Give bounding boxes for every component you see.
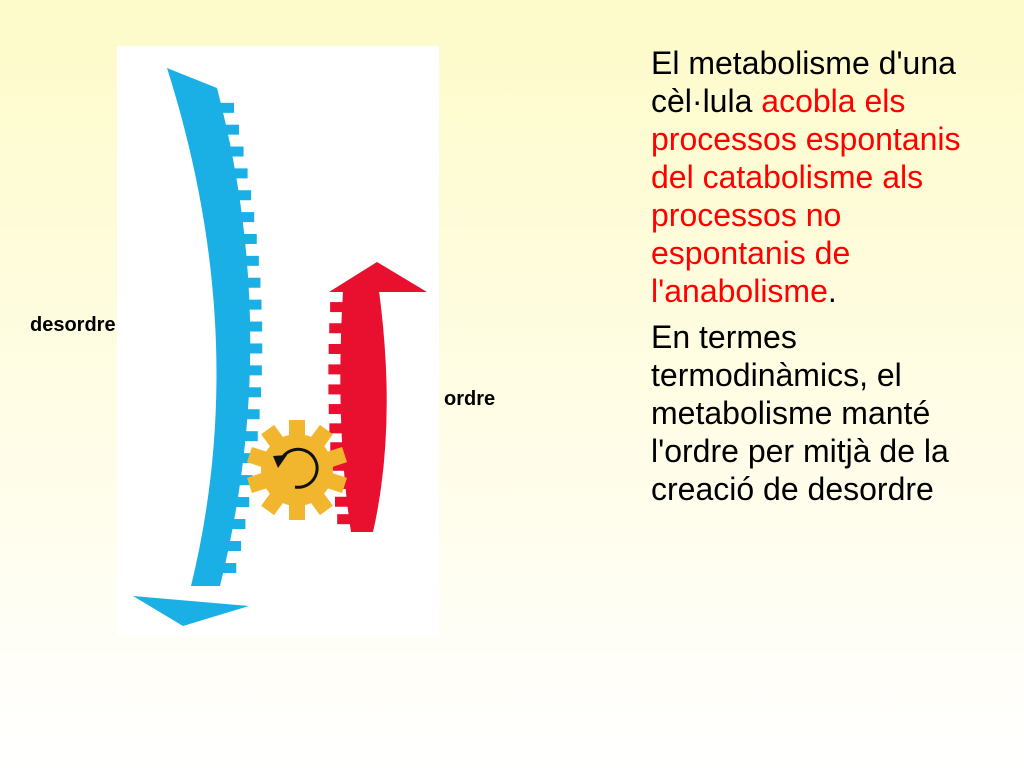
catabolism-tooth — [230, 519, 246, 530]
anabolism-arrow — [328, 262, 427, 532]
anabolism-tooth — [334, 496, 350, 507]
catabolism-tooth — [246, 365, 262, 376]
anabolism-arrow-head — [329, 262, 427, 292]
anabolism-tooth — [337, 514, 353, 525]
catabolism-tooth — [221, 563, 237, 574]
paragraph-thermodynamics: En termes termodinàmics, el metabolisme … — [651, 319, 949, 507]
catabolism-tooth — [245, 387, 261, 398]
catabolism-arrow-head — [133, 596, 249, 626]
anabolism-tooth — [329, 323, 345, 334]
gear-icon — [246, 420, 348, 520]
catabolism-tooth — [226, 541, 242, 552]
anabolism-tooth — [328, 404, 344, 415]
catabolism-tooth — [237, 475, 253, 486]
paragraph-coupling: El metabolisme d'una cèl·lula acobla els… — [651, 45, 961, 309]
catabolism-tooth — [241, 233, 257, 244]
catabolism-tooth — [243, 255, 259, 266]
catabolism-tooth — [240, 453, 256, 464]
catabolism-tooth — [224, 124, 240, 135]
disorder-label: desordre — [30, 314, 116, 336]
catabolism-tooth — [245, 277, 261, 288]
anabolism-arrow-body — [340, 291, 387, 532]
anabolism-tooth — [328, 384, 344, 395]
diagram-svg — [133, 68, 427, 626]
catabolism-tooth — [239, 212, 255, 223]
metabolism-diagram — [117, 46, 439, 636]
catabolism-tooth — [247, 321, 263, 332]
catabolism-arrow — [133, 68, 263, 626]
catabolism-tooth — [236, 190, 252, 201]
catabolism-tooth — [242, 431, 258, 442]
anabolism-arrow-teeth — [328, 302, 353, 525]
catabolism-tooth — [218, 102, 234, 113]
catabolism-tooth — [228, 146, 244, 157]
catabolism-tooth — [232, 168, 248, 179]
anabolism-tooth — [331, 460, 347, 471]
description-text: El metabolisme d'una cèl·lula acobla els… — [651, 44, 981, 516]
anabolism-tooth — [329, 423, 345, 434]
catabolism-tooth — [246, 299, 262, 310]
order-label: ordre — [444, 388, 496, 410]
catabolism-tooth — [234, 497, 250, 508]
anabolism-tooth — [330, 442, 346, 453]
catabolism-tooth — [244, 409, 260, 420]
rotation-arrow-icon — [279, 447, 319, 489]
highlight-coupling: acobla els processos espontanis del cata… — [651, 83, 961, 309]
anabolism-tooth — [330, 302, 346, 313]
catabolism-arrow-body — [167, 68, 251, 586]
catabolism-arrow-teeth — [218, 102, 263, 574]
anabolism-tooth — [328, 364, 344, 375]
catabolism-tooth — [247, 343, 263, 354]
anabolism-tooth — [328, 343, 344, 354]
